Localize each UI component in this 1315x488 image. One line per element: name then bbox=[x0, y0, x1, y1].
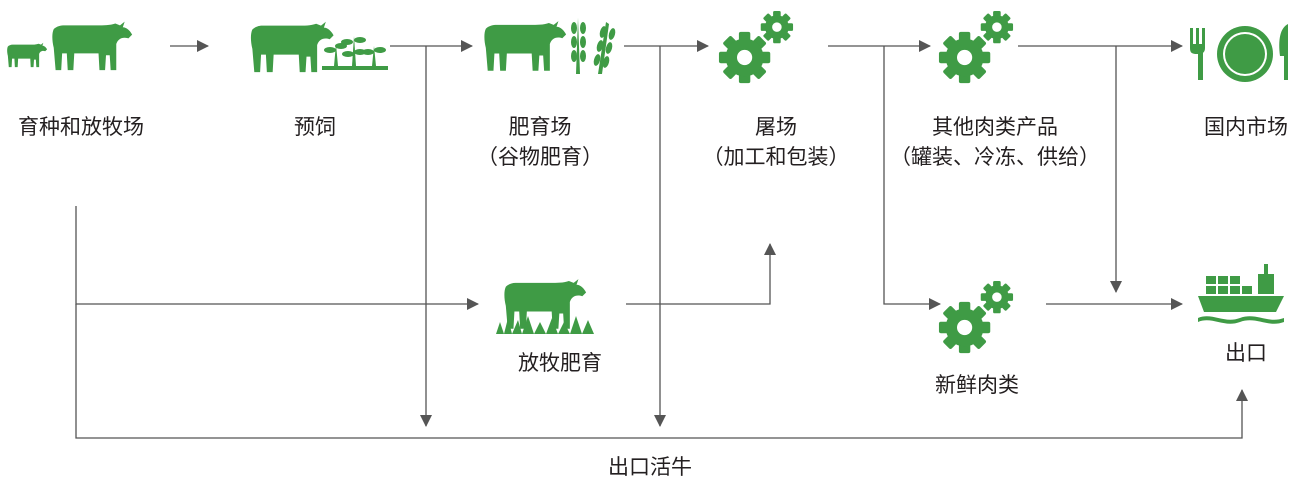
fork-plate-knife-icon bbox=[1190, 24, 1288, 82]
node-fresh-meat: 新鲜肉类 bbox=[922, 370, 1032, 400]
arrow-live-cattle-export bbox=[75, 304, 1248, 439]
gears-icon bbox=[938, 280, 1014, 354]
node-backgrounding-label: 预饲 bbox=[294, 115, 336, 139]
cow-with-grain-icon bbox=[484, 18, 616, 74]
arrow-breeding-to-grass bbox=[75, 206, 479, 310]
node-feedlot: 肥育场 （谷物肥育） bbox=[450, 112, 630, 172]
node-feedlot-label: 肥育场 bbox=[508, 115, 572, 139]
gears-icon bbox=[938, 10, 1014, 84]
cow-with-calf-icon bbox=[7, 21, 133, 71]
node-domestic-label: 国内市场 bbox=[1204, 115, 1288, 139]
node-fresh-meat-label: 新鲜肉类 bbox=[935, 373, 1019, 397]
node-other-meat: 其他肉类产品 （罐装、冷冻、供给） bbox=[880, 112, 1110, 172]
node-abattoir-label: 屠场 bbox=[755, 115, 797, 139]
arrow-grass-to-abattoir bbox=[626, 243, 776, 305]
node-breeding-label: 育种和放牧场 bbox=[18, 115, 144, 139]
node-other-meat-label: 其他肉类产品 bbox=[932, 115, 1058, 139]
node-export: 出口 bbox=[1206, 338, 1286, 368]
cow-on-grass-icon bbox=[496, 279, 594, 334]
live-export-text: 出口活牛 bbox=[608, 455, 692, 479]
node-backgrounding: 预饲 bbox=[270, 112, 360, 142]
live-export-label: 出口活牛 bbox=[590, 452, 710, 482]
node-abattoir: 屠场 （加工和包装） bbox=[676, 112, 876, 172]
node-grass-label: 放牧肥育 bbox=[518, 351, 602, 375]
connectors bbox=[75, 40, 1248, 439]
cow-with-pasture-icon bbox=[250, 21, 388, 73]
node-export-label: 出口 bbox=[1225, 341, 1267, 365]
node-other-meat-sublabel: （罐装、冷冻、供给） bbox=[890, 145, 1100, 169]
arrow-abattoir-to-fresh-meat bbox=[883, 46, 941, 310]
node-domestic: 国内市场 bbox=[1186, 112, 1306, 142]
node-abattoir-sublabel: （加工和包装） bbox=[702, 145, 850, 169]
gears-icon bbox=[718, 10, 794, 84]
node-breeding: 育种和放牧场 bbox=[0, 112, 164, 142]
node-feedlot-sublabel: （谷物肥育） bbox=[477, 145, 603, 169]
node-grass: 放牧肥育 bbox=[500, 348, 620, 378]
cargo-ship-icon bbox=[1198, 264, 1284, 324]
